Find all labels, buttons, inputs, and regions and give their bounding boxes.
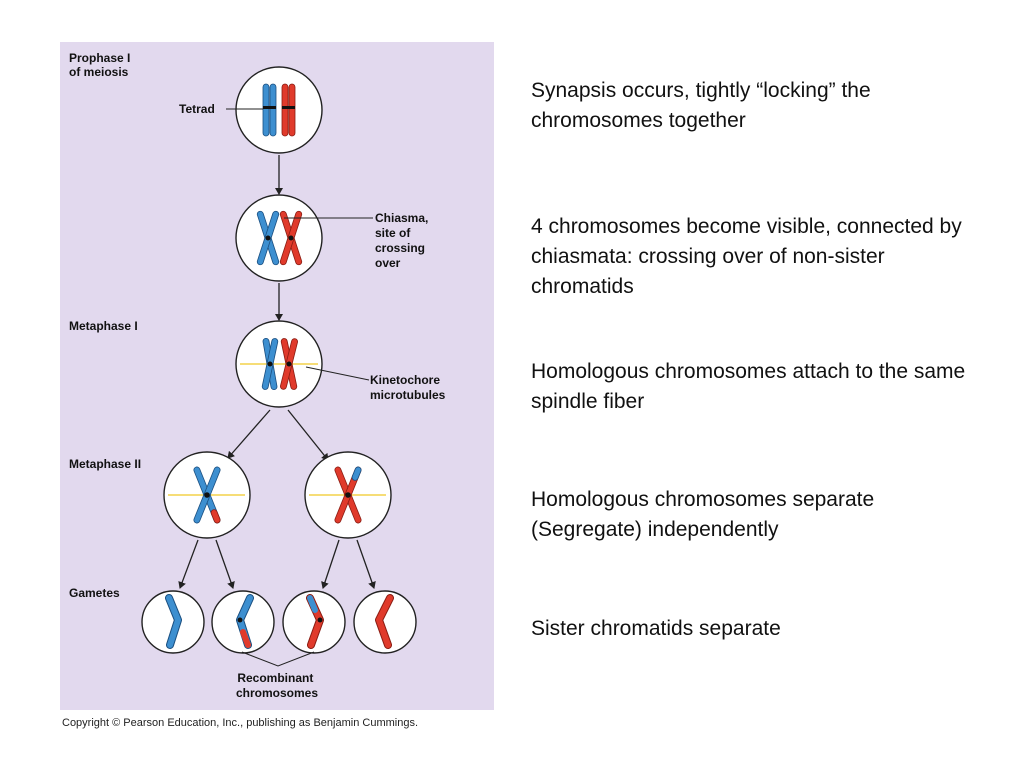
stage-label-prophase-1: Prophase I of meiosis: [69, 51, 134, 79]
metaphase-2-cell-right: [304, 451, 392, 539]
description-segregation: Homologous chromosomes separate (Segrega…: [531, 488, 875, 541]
metaphase-2-cell-left: [163, 451, 251, 539]
gamete-cell-3: [282, 590, 346, 654]
description-spindle-attachment: Homologous chromosomes attach to the sam…: [531, 360, 966, 413]
description-crossing-over: 4 chromosomes become visible, connected …: [531, 215, 962, 298]
tetrad-cell: [235, 66, 323, 154]
gamete-cell-1: [141, 590, 205, 654]
gamete-cell-2: [211, 590, 275, 654]
stage-label-metaphase-2: Metaphase II: [69, 457, 141, 471]
stage-label-metaphase-1: Metaphase I: [69, 319, 138, 333]
description-synapsis: Synapsis occurs, tightly “locking” the c…: [531, 79, 871, 132]
stage-label-gametes: Gametes: [69, 586, 120, 600]
chiasma-cell: [235, 194, 323, 282]
recombinant-bracket: [241, 651, 315, 667]
copyright-notice: Copyright © Pearson Education, Inc., pub…: [62, 717, 419, 729]
description-sister-chromatids: Sister chromatids separate: [531, 617, 781, 640]
gamete-cell-4: [353, 590, 417, 654]
kinetochore-label: Kinetochore microtubules: [370, 373, 446, 402]
tetrad-label: Tetrad: [179, 102, 215, 116]
recombinant-label: Recombinant chromosomes: [236, 671, 318, 700]
metaphase-1-cell: [235, 320, 323, 408]
chiasma-label: Chiasma, site of crossing over: [375, 211, 432, 270]
